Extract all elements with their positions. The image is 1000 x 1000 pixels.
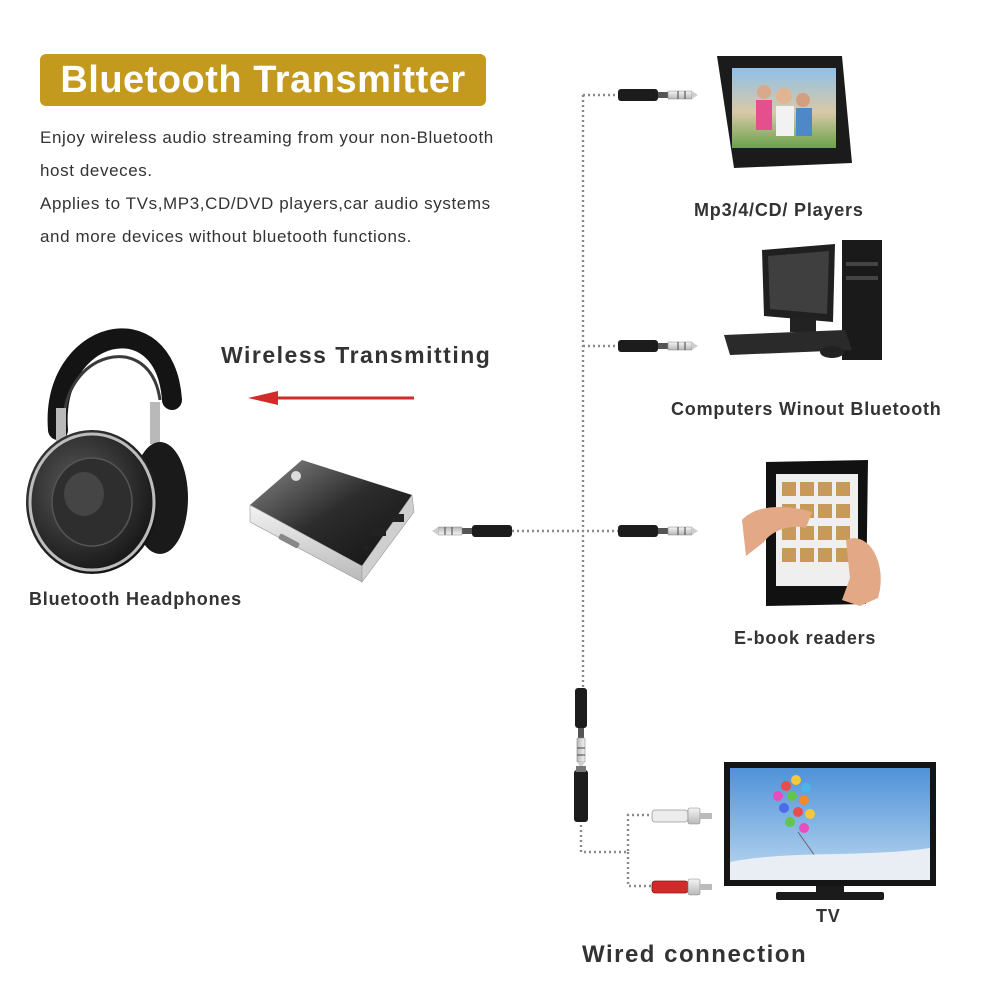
desktop-computer-icon	[724, 240, 882, 360]
ebook-readers-label: E-book readers	[734, 628, 877, 648]
mp3-players-label: Mp3/4/CD/ Players	[694, 200, 864, 220]
rca-plug-icon	[651, 878, 712, 896]
wired-cables	[512, 93, 652, 888]
bluetooth-headphones-label: Bluetooth Headphones	[29, 589, 242, 609]
audio-jack-icon	[618, 340, 698, 352]
audio-jack-icon	[618, 89, 698, 101]
tablet-icon	[742, 460, 881, 606]
audio-jack-icon	[432, 525, 512, 537]
headphones-icon	[26, 328, 188, 574]
audio-jack-icon	[575, 688, 587, 768]
description-line-2: host deveces.	[40, 161, 153, 180]
cable-to-rca	[579, 813, 652, 854]
audio-jack-socket-icon	[574, 766, 588, 822]
audio-jack-icon	[618, 525, 698, 537]
rca-plug-icon	[651, 807, 712, 825]
photo-frame-icon	[717, 56, 852, 168]
page-title: Bluetooth Transmitter	[40, 54, 486, 106]
description-line-3: Applies to TVs,MP3,CD/DVD players,car au…	[40, 194, 491, 213]
computers-label: Computers Winout Bluetooth	[671, 399, 942, 419]
cable-to-rca-red	[626, 852, 652, 888]
wired-connection-label: Wired connection	[582, 941, 808, 968]
transmitter-box-icon	[249, 460, 415, 583]
wireless-arrow	[248, 391, 414, 405]
tv-icon	[724, 762, 936, 900]
description-line-1: Enjoy wireless audio streaming from your…	[40, 128, 494, 147]
description-line-4: and more devices without bluetooth funct…	[40, 227, 412, 246]
wireless-transmitting-label: Wireless Transmitting	[221, 342, 492, 368]
tv-label: TV	[816, 906, 841, 926]
